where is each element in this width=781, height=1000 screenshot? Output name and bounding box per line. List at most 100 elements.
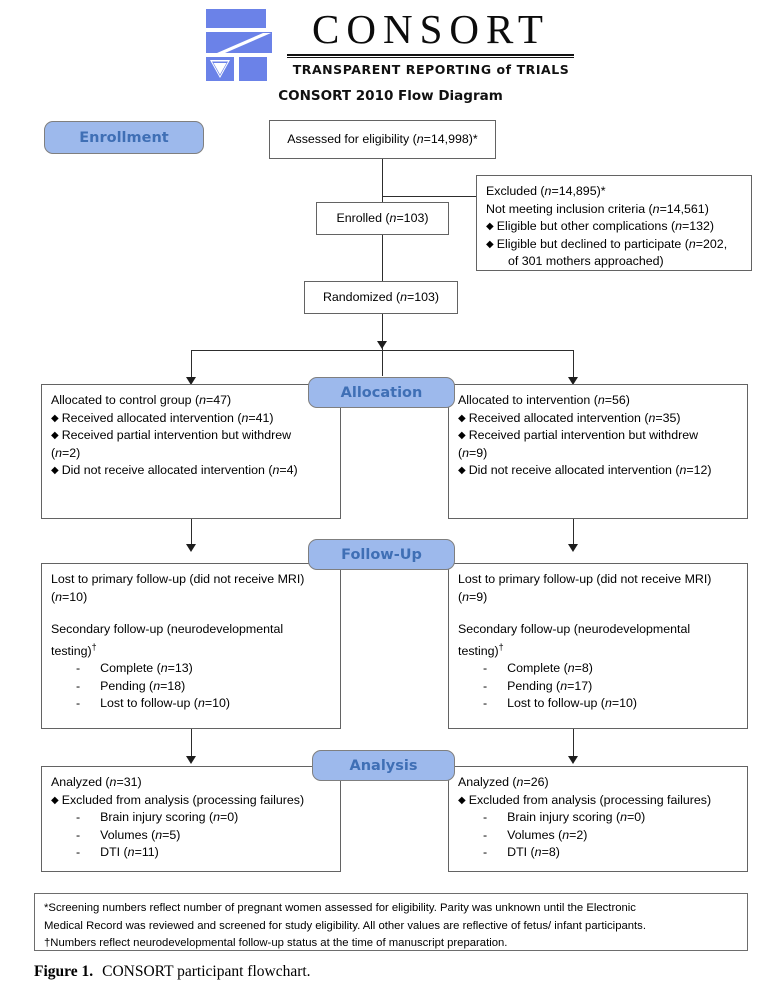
- diamond-bullet-icon: ◆: [51, 465, 59, 476]
- connector-followright-to-analysisright: [573, 729, 574, 759]
- analysis-right-dash-1: -Brain injury scoring (n=0): [483, 810, 646, 824]
- arrow-to-follow-left: [186, 544, 196, 552]
- box-analysis-control: Analyzed (n=31) ◆Excluded from analysis …: [41, 766, 341, 872]
- diamond-bullet-icon: ◆: [51, 794, 59, 806]
- follow-left-dash-3: -Lost to follow-up (n=10): [76, 696, 230, 711]
- footnote-line-3: †Numbers reflect neurodevelopmental foll…: [44, 937, 508, 949]
- box-allocation-intervention: Allocated to intervention (n=56) ◆Receiv…: [448, 384, 748, 519]
- footnote-block: *Screening numbers reflect number of pre…: [34, 893, 748, 951]
- dash-bullet-icon: -: [483, 845, 488, 859]
- footnote-line-1: *Screening numbers reflect number of pre…: [44, 902, 636, 914]
- connector-branch-to-excluded: [382, 196, 478, 197]
- diamond-bullet-icon: ◆: [486, 221, 494, 232]
- arrow-to-alloc-left: [186, 377, 196, 385]
- follow-left-line-4: testing)†: [51, 641, 97, 658]
- alloc-right-bullet-2-cont: (n=9): [458, 445, 488, 460]
- consort-logo: CONSORT TRANSPARENT REPORTING of TRIALS: [205, 6, 575, 88]
- dash-bullet-icon: -: [76, 845, 81, 859]
- connector-split-left-arm: [191, 350, 192, 383]
- alloc-right-bullet-2: ◆Received partial intervention but withd…: [458, 428, 699, 442]
- arrow-randomized-down: [377, 341, 387, 349]
- alloc-left-line-1: Allocated to control group (n=47): [51, 393, 232, 407]
- excluded-bullet-1: ◆Eligible but other complications (n=132…: [486, 219, 715, 233]
- analysis-right-dash-2: -Volumes (n=2): [483, 827, 588, 842]
- connector-followleft-to-analysisleft: [191, 729, 192, 759]
- dash-bullet-icon: -: [76, 661, 81, 676]
- dash-bullet-icon: -: [76, 696, 81, 711]
- figure-caption-text: CONSORT participant flowchart.: [102, 963, 311, 980]
- follow-right-line-4: testing)†: [458, 641, 504, 658]
- follow-right-dash-1: -Complete (n=8): [483, 661, 593, 676]
- figure-caption: Figure 1. CONSORT participant flowchart.: [34, 963, 311, 981]
- diamond-bullet-icon: ◆: [486, 238, 494, 250]
- box-assessed-text: Assessed for eligibility (n=14,998)*: [287, 131, 478, 146]
- stage-badge-analysis: Analysis: [312, 750, 455, 781]
- follow-left-line-3: Secondary follow-up (neurodevelopmental: [51, 622, 284, 636]
- spacer: [51, 606, 331, 621]
- diamond-bullet-icon: ◆: [458, 465, 466, 476]
- follow-right-line-1: Lost to primary follow-up (did not recei…: [458, 572, 712, 586]
- diamond-bullet-icon: ◆: [458, 412, 466, 424]
- box-randomized-text: Randomized (n=103): [322, 289, 440, 304]
- diamond-bullet-icon: ◆: [51, 430, 59, 441]
- box-allocation-control: Allocated to control group (n=47) ◆Recei…: [41, 384, 341, 519]
- figure-caption-label: Figure 1.: [34, 963, 94, 980]
- arrow-to-follow-right: [568, 544, 578, 552]
- dagger-marker: †: [91, 641, 97, 652]
- logo-rule-bottom: [287, 57, 574, 58]
- analysis-right-dash-3: -DTI (n=8): [483, 845, 560, 859]
- follow-right-line-3: Secondary follow-up (neurodevelopmental: [458, 622, 691, 636]
- analysis-left-dash-2: -Volumes (n=5): [76, 827, 181, 842]
- dash-bullet-icon: -: [76, 810, 81, 824]
- connector-split-bar: [191, 350, 574, 351]
- consort-logo-text: CONSORT TRANSPARENT REPORTING of TRIALS: [287, 6, 575, 84]
- follow-left-dash-1: -Complete (n=13): [76, 661, 193, 676]
- consort-logo-mark: [206, 9, 272, 81]
- diamond-bullet-icon: ◆: [458, 430, 466, 441]
- connector-allocleft-to-followleft: [191, 519, 192, 547]
- footnote-line-2: Medical Record was reviewed and screened…: [44, 919, 646, 932]
- consort-wordmark: CONSORT: [312, 6, 550, 52]
- stage-badge-followup: Follow-Up: [308, 539, 455, 570]
- spacer: [458, 606, 738, 621]
- dash-bullet-icon: -: [483, 810, 488, 824]
- connector-enrolled-stub: [382, 252, 383, 256]
- stage-badge-enrollment: Enrollment: [44, 121, 204, 154]
- follow-left-line-2: (n=10): [51, 589, 88, 604]
- diagram-title: CONSORT 2010 Flow Diagram: [278, 88, 503, 104]
- follow-right-dash-2: -Pending (n=17): [483, 678, 593, 693]
- arrow-to-analysis-left: [186, 756, 196, 764]
- follow-left-dash-2: -Pending (n=18): [76, 678, 186, 693]
- stage-badge-allocation: Allocation: [308, 377, 455, 408]
- follow-right-dash-3: -Lost to follow-up (n=10): [483, 696, 637, 711]
- box-enrolled-text: Enrolled (n=103): [336, 210, 429, 225]
- alloc-right-bullet-3: ◆Did not receive allocated intervention …: [458, 463, 712, 477]
- arrow-to-alloc-right: [568, 377, 578, 385]
- analysis-right-bullet-1: ◆Excluded from analysis (processing fail…: [458, 792, 712, 807]
- excluded-line-1: Excluded (n=14,895)*: [486, 184, 606, 198]
- analysis-left-line-1: Analyzed (n=31): [51, 775, 142, 789]
- alloc-right-line-1: Allocated to intervention (n=56): [458, 393, 630, 407]
- alloc-left-bullet-2-cont: (n=2): [51, 445, 81, 460]
- dash-bullet-icon: -: [483, 827, 488, 842]
- dagger-marker: †: [498, 641, 504, 652]
- box-analysis-intervention: Analyzed (n=26) ◆Excluded from analysis …: [448, 766, 748, 872]
- dash-bullet-icon: -: [76, 827, 81, 842]
- excluded-bullet-2-cont: of 301 mothers approached): [508, 254, 664, 268]
- logo-rule-top: [287, 54, 574, 56]
- box-randomized: Randomized (n=103): [304, 281, 458, 314]
- follow-right-line-2: (n=9): [458, 589, 488, 604]
- connector-split-right-arm: [573, 350, 574, 383]
- box-followup-control: Lost to primary follow-up (did not recei…: [41, 563, 341, 729]
- arrow-to-analysis-right: [568, 756, 578, 764]
- follow-left-line-1: Lost to primary follow-up (did not recei…: [51, 572, 305, 586]
- analysis-right-line-1: Analyzed (n=26): [458, 775, 549, 789]
- alloc-right-bullet-1: ◆Received allocated intervention (n=35): [458, 410, 681, 425]
- alloc-left-bullet-2: ◆Received partial intervention but withd…: [51, 428, 292, 442]
- excluded-bullet-2: ◆Eligible but declined to participate (n…: [486, 236, 728, 251]
- connector-allocright-to-followright: [573, 519, 574, 547]
- connector-enrolled-box-top: [382, 256, 383, 285]
- box-enrolled: Enrolled (n=103): [316, 202, 449, 235]
- dash-bullet-icon: -: [76, 678, 81, 693]
